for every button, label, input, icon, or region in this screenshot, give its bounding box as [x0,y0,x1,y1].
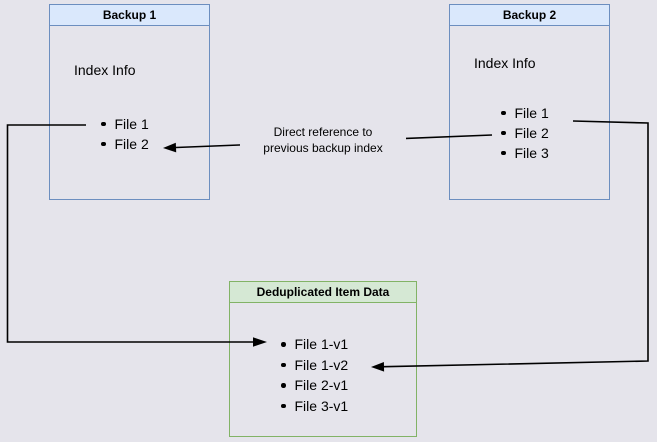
list-item: File 1-v1 [281,334,348,355]
edge-label-line2: previous backup index [263,141,383,155]
list-item: File 2 [501,123,549,143]
file-item-label: File 1 [514,105,549,121]
list-item: File 2-v1 [281,375,348,396]
file-item-label: File 2 [114,136,149,152]
bullet-dot [101,141,106,147]
bullet-dot [101,121,106,127]
bullet-dot [281,383,286,388]
node-dedup-title: Deduplicated Item Data [230,282,416,303]
file-item-label: File 2-v1 [294,377,349,394]
bullet-dot [281,362,286,367]
node-backup1-file-list: File 1 File 2 [101,114,149,154]
node-backup2-index-info-label: Index Info [474,55,536,71]
bullet-dot [281,342,286,347]
file-item-label: File 1-v2 [294,356,349,373]
bullet-dot [501,150,506,156]
bullet-dot [281,403,286,408]
file-item-label: File 1-v1 [294,336,349,353]
file-item-label: File 2 [514,125,549,141]
edge-label-direct-reference: Direct reference to previous backup inde… [240,124,406,156]
node-backup1-index-info-label: Index Info [74,62,136,78]
list-item: File 1 [501,103,549,123]
file-item-label: File 3-v1 [294,397,349,414]
bullet-dot [501,110,506,116]
list-item: File 3-v1 [281,396,348,417]
file-item-label: File 1 [114,116,149,132]
node-backup2: Backup 2 Index Info File 1 File 2 File 3 [449,4,610,200]
list-item: File 1 [101,114,149,134]
node-deduplicated-item-data: Deduplicated Item Data File 1-v1 File 1-… [229,281,417,437]
node-backup2-file-list: File 1 File 2 File 3 [501,103,549,163]
node-backup1: Backup 1 Index Info File 1 File 2 [49,4,210,200]
list-item: File 2 [101,134,149,154]
file-item-label: File 3 [514,145,549,161]
bullet-dot [501,130,506,136]
node-backup1-title: Backup 1 [50,5,209,26]
list-item: File 1-v2 [281,355,348,376]
node-backup2-title: Backup 2 [450,5,609,26]
node-dedup-file-list: File 1-v1 File 1-v2 File 2-v1 File 3-v1 [281,334,348,416]
edge-label-line1: Direct reference to [273,125,373,139]
list-item: File 3 [501,143,549,163]
